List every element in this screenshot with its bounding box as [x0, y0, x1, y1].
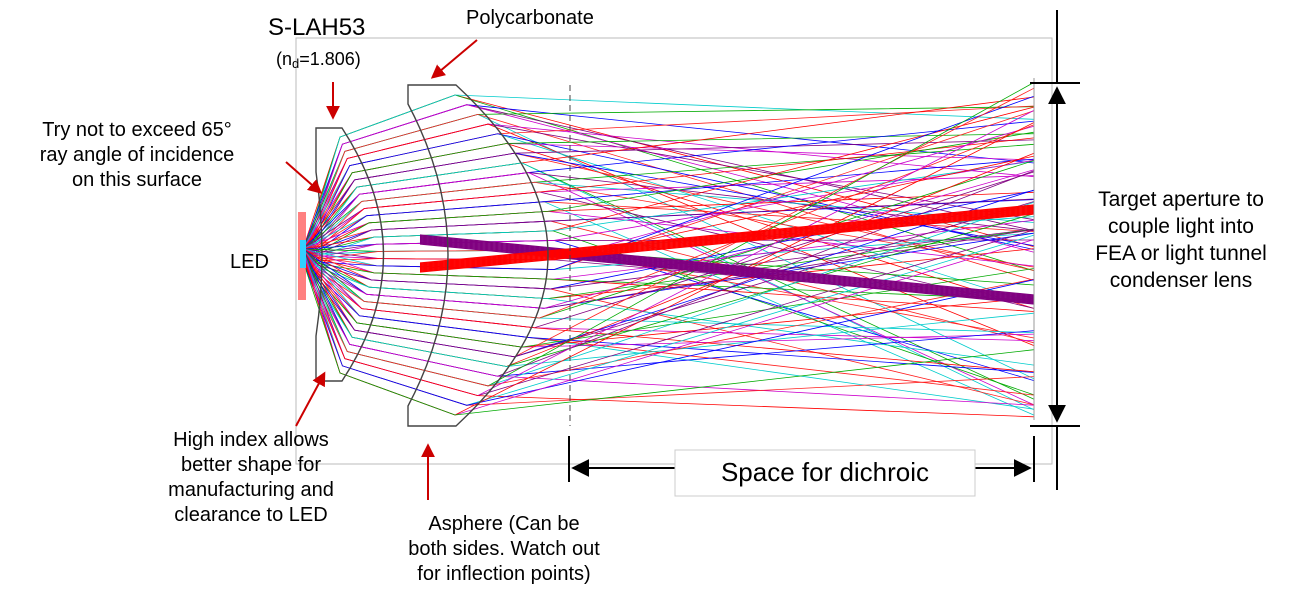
led-die — [300, 240, 306, 268]
ray — [302, 260, 1035, 373]
ray-bundle — [419, 240, 1035, 302]
ray — [302, 133, 1035, 262]
ray — [302, 181, 1035, 268]
led-label: LED — [230, 251, 269, 273]
ray-bundle — [419, 212, 1035, 272]
ray — [302, 228, 1035, 290]
refractive-index-label: (nd=1.806) — [276, 48, 361, 75]
ray-bundle — [419, 207, 1035, 267]
target-aperture-note-line: couple light into — [1108, 215, 1254, 238]
asphere-note-line: Asphere (Can be — [428, 513, 580, 535]
high-index-note-line: better shape for — [180, 454, 322, 476]
ray — [302, 158, 1035, 262]
arrow-polycarbonate — [430, 39, 478, 79]
ray-bundle — [419, 236, 1035, 298]
ray-bundle — [419, 239, 1035, 301]
ray-bundle — [419, 242, 1035, 304]
ray-bundle — [419, 238, 1035, 300]
ray-bundle — [419, 237, 1035, 299]
polycarbonate-label: Polycarbonate — [466, 7, 594, 29]
high-index-note-line: manufacturing and — [168, 479, 334, 501]
ray — [302, 201, 1035, 387]
ray — [302, 110, 1035, 397]
dichroic-label-box — [674, 449, 976, 497]
target-aperture-note-line: FEA or light tunnel — [1095, 242, 1267, 265]
high-index-note-line: High index allows — [173, 429, 329, 451]
target-aperture-note: Target aperture to couple light into FEA… — [1068, 186, 1294, 294]
asphere-note: Asphere (Can be both sides. Watch out fo… — [384, 512, 624, 587]
ray-bundle — [419, 204, 1035, 264]
high-index-note-line: clearance to LED — [174, 504, 328, 526]
ray-bundle — [419, 234, 1035, 296]
dichroic-space-label: Space for dichroic — [720, 457, 930, 487]
angle-note-line: on this surface — [71, 169, 203, 191]
ray — [302, 260, 1035, 373]
target-aperture-note-line: condenser lens — [1109, 269, 1253, 292]
ray — [302, 162, 1035, 411]
ray — [302, 260, 1035, 366]
nd-subscript: d — [292, 56, 300, 71]
ray-bundle — [419, 210, 1035, 270]
asphere-note-line: both sides. Watch out — [408, 538, 600, 560]
ray — [302, 230, 1035, 396]
ray-fan — [302, 82, 1035, 418]
ray-bundle — [419, 208, 1035, 268]
ray — [302, 260, 1035, 416]
ray — [302, 249, 1035, 339]
ray-bundle — [419, 209, 1035, 269]
ray — [302, 198, 1035, 262]
ray-bundle — [419, 211, 1035, 271]
ray-bundle — [419, 206, 1035, 266]
ray-bundle — [419, 235, 1035, 297]
angle-note-line: Try not to exceed 65° — [42, 119, 232, 141]
ray — [302, 248, 1035, 303]
ray — [302, 160, 1035, 262]
polycarbonate-lens — [407, 84, 549, 427]
ray — [302, 260, 1035, 301]
angle-note-line: ray angle of incidence — [39, 144, 235, 166]
s-lah53-label: S-LAH53 — [268, 14, 366, 41]
nd-prefix: (n — [276, 49, 293, 69]
ray-bundle — [419, 205, 1035, 265]
arrow-high-index — [295, 371, 326, 427]
ray — [302, 131, 1035, 262]
arrow-angle-note — [285, 161, 323, 194]
ray — [302, 124, 1035, 319]
ray-bundle — [419, 241, 1035, 303]
ray — [302, 229, 1035, 397]
nd-value: =1.806) — [299, 49, 361, 69]
ray — [302, 137, 1035, 262]
ray — [302, 260, 1035, 406]
s-lah53-lens — [315, 127, 385, 382]
ray — [302, 169, 1035, 309]
high-index-note: High index allows better shape for manuf… — [140, 428, 362, 528]
ray-bundle — [419, 213, 1035, 273]
angle-note: Try not to exceed 65° ray angle of incid… — [6, 118, 268, 193]
asphere-note-line: for inflection points) — [417, 563, 591, 585]
target-aperture-note-line: Target aperture to — [1098, 188, 1264, 211]
